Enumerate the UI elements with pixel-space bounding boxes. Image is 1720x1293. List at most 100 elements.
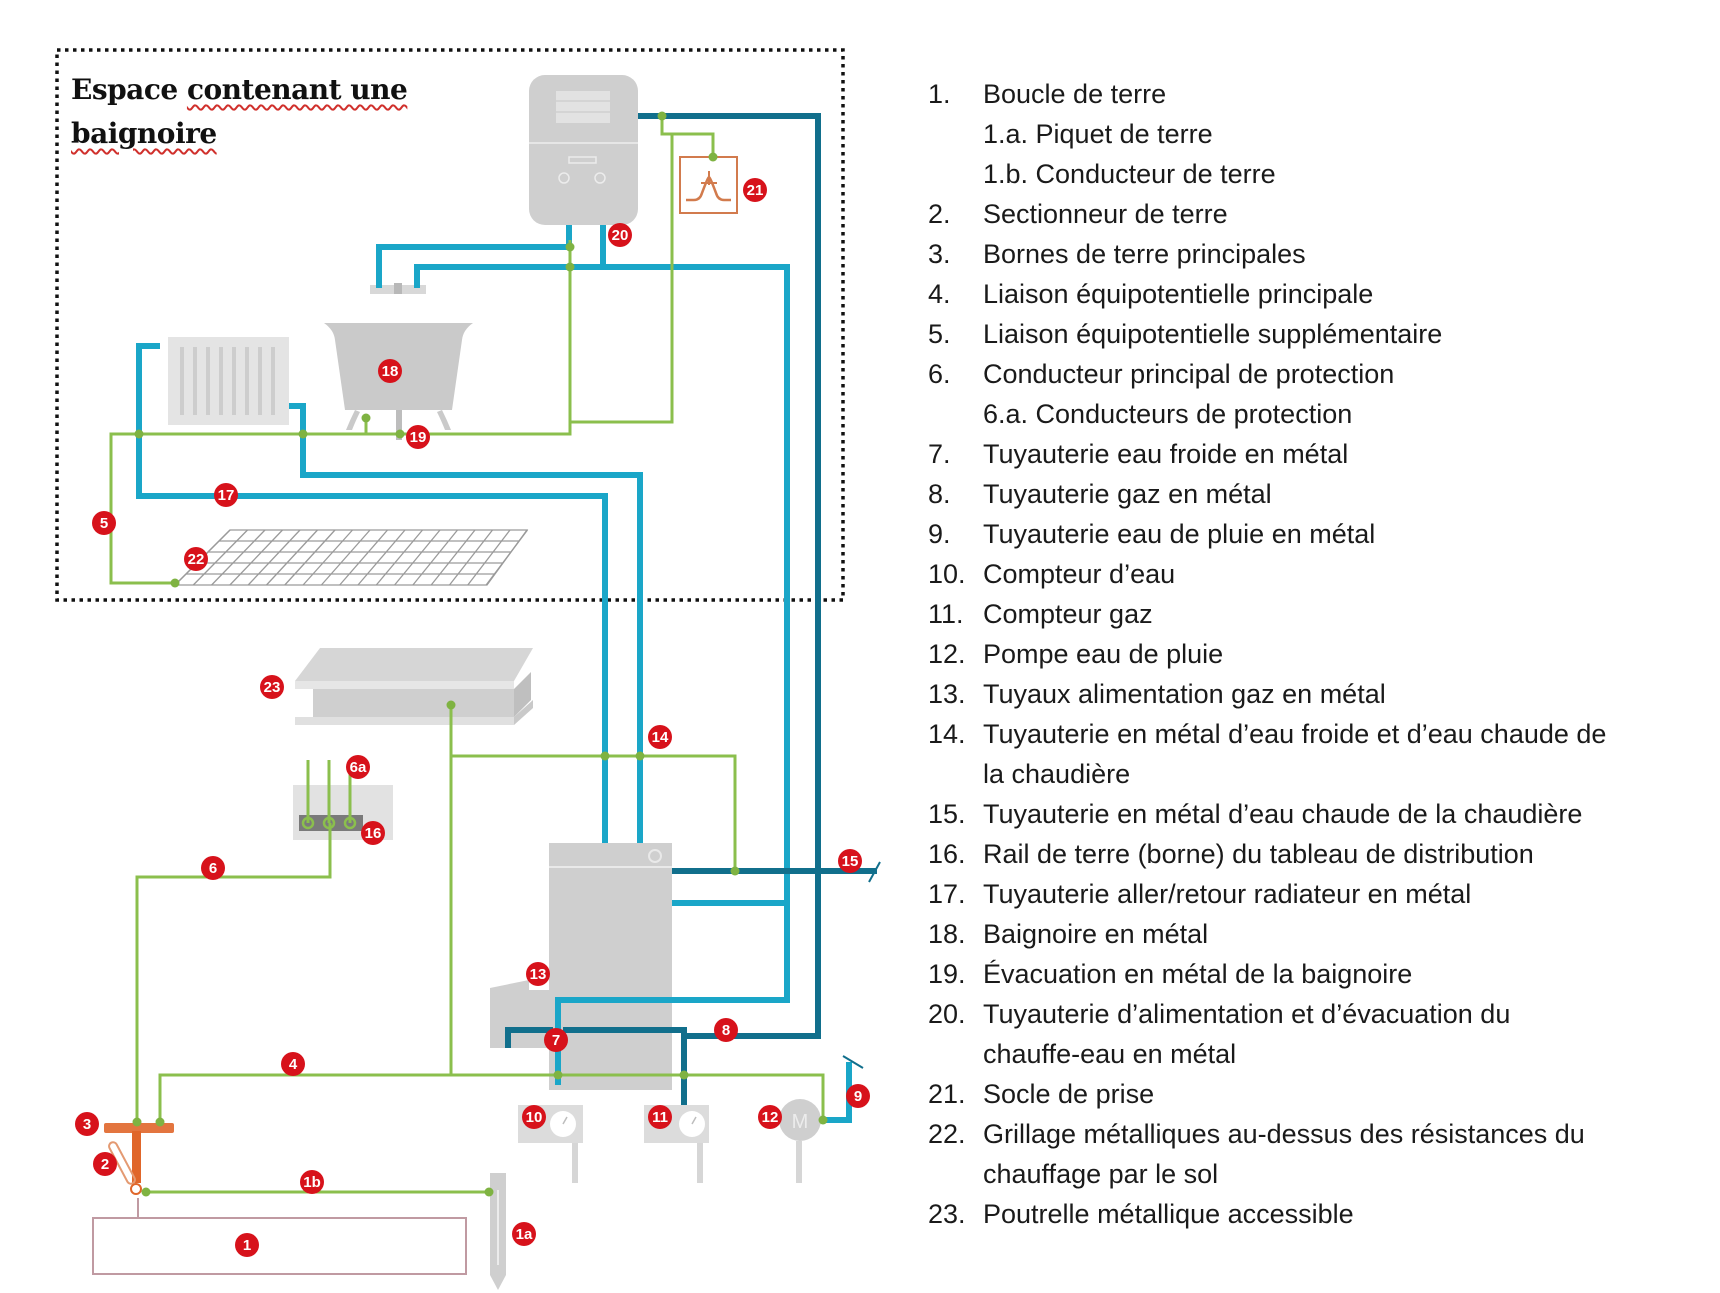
legend-number: 4. bbox=[928, 279, 951, 309]
zone-title-plain: Espace bbox=[71, 73, 187, 106]
mesh-wire bbox=[320, 529, 371, 586]
callout-badge-1: 1 bbox=[235, 1233, 259, 1257]
bonding-clamp bbox=[141, 1187, 151, 1197]
mesh-wire bbox=[375, 529, 423, 586]
legend-item: 6.Conducteur principal de protection bbox=[928, 354, 1708, 394]
earth-rail-terminals bbox=[301, 816, 357, 830]
bonding-clamp bbox=[565, 262, 575, 272]
bonding-clamp bbox=[708, 152, 718, 162]
bathtub bbox=[324, 323, 473, 440]
bonding-clamp bbox=[553, 1070, 563, 1080]
callout-badge-label: 7 bbox=[552, 1032, 560, 1049]
bathroom-zone-boundary bbox=[55, 48, 845, 602]
legend-text: Boucle de terre bbox=[983, 79, 1167, 109]
legend-item: 11.Compteur gaz bbox=[928, 594, 1708, 634]
callout-badge-label: 10 bbox=[526, 1109, 543, 1126]
legend-text: Pompe eau de pluie bbox=[983, 639, 1224, 669]
radiator bbox=[168, 337, 289, 425]
bonding-clamp bbox=[170, 578, 180, 588]
legend-number: 13. bbox=[928, 679, 966, 709]
callout-badge-label: 20 bbox=[612, 227, 629, 244]
legend-text: Tuyaux alimentation gaz en métal bbox=[983, 679, 1386, 709]
bathroom-zone-title: Espace contenant une baignoire bbox=[71, 68, 408, 156]
legend-item: 22.Grillage métalliques au-dessus des ré… bbox=[928, 1114, 1708, 1154]
callout-badge-13: 13 bbox=[526, 962, 550, 986]
legend-number bbox=[928, 154, 983, 194]
callout-badge-label: 8 bbox=[722, 1022, 730, 1039]
legend-item: 21.Socle de prise bbox=[928, 1074, 1708, 1114]
legend-number: 21. bbox=[928, 1079, 966, 1109]
bonding-clamp bbox=[155, 1117, 165, 1127]
bonding-clamp bbox=[134, 429, 144, 439]
callout-badge-22: 22 bbox=[184, 547, 208, 571]
mesh-wire bbox=[448, 529, 494, 586]
legend-text: Bornes de terre principales bbox=[983, 239, 1306, 269]
legend-text: Baignoire en métal bbox=[983, 919, 1209, 949]
bonding-clamp bbox=[484, 1187, 494, 1197]
callout-badge-label: 1a bbox=[516, 1226, 533, 1243]
bonding-clamp bbox=[679, 1070, 689, 1080]
bonding-clamp bbox=[818, 1115, 828, 1125]
callout-badge-7: 7 bbox=[544, 1028, 568, 1052]
callout-badge-label: 12 bbox=[762, 1109, 779, 1126]
callout-badge-label: 6 bbox=[209, 860, 217, 877]
callout-badge-3: 3 bbox=[75, 1112, 99, 1136]
legend-item: 2.Sectionneur de terre bbox=[928, 194, 1708, 234]
mesh-wire bbox=[302, 529, 353, 586]
callout-badge-12: 12 bbox=[758, 1105, 782, 1129]
callout-badge-11: 11 bbox=[648, 1105, 672, 1129]
steel-beam bbox=[295, 648, 533, 725]
legend-item: 13. Tuyaux alimentation gaz en métal bbox=[928, 674, 1708, 714]
legend-number: 20. bbox=[928, 999, 966, 1029]
legend-text: Compteur gaz bbox=[983, 599, 1153, 629]
callout-badge-8: 8 bbox=[714, 1018, 738, 1042]
callout-badge-5: 5 bbox=[92, 511, 116, 535]
callout-badge-20: 20 bbox=[608, 223, 632, 247]
callout-badge-label: 1b bbox=[303, 1174, 321, 1191]
gas-pipes bbox=[505, 113, 877, 1105]
bonding-clamp bbox=[600, 751, 610, 761]
callout-badge-label: 14 bbox=[652, 729, 669, 746]
legend-text: 6.a. Conducteurs de protection bbox=[983, 399, 1353, 429]
mesh-wire bbox=[467, 529, 511, 586]
legend-number: 9. bbox=[928, 519, 951, 549]
zone-title-line2: baignoire bbox=[71, 117, 217, 150]
callout-badge-17: 17 bbox=[214, 483, 238, 507]
bonding-clamp bbox=[730, 866, 740, 876]
callout-badge-23: 23 bbox=[260, 675, 284, 699]
legend-number: 14. bbox=[928, 719, 966, 749]
legend-item: 1.Boucle de terre bbox=[928, 74, 1708, 114]
legend-number: 23. bbox=[928, 1199, 966, 1229]
rainwater-pump: M bbox=[779, 1099, 821, 1183]
legend-text: Tuyauterie en métal d’eau froide et d’ea… bbox=[983, 719, 1607, 749]
legend-number: 15. bbox=[928, 799, 966, 829]
callout-badge-label: 9 bbox=[854, 1088, 862, 1105]
mesh-wire bbox=[192, 529, 248, 586]
legend-item: 3.Bornes de terre principales bbox=[928, 234, 1708, 274]
legend-item: 1.b. Conducteur de terre bbox=[928, 154, 1708, 194]
legend-number: 17. bbox=[928, 879, 966, 909]
callout-badge-label: 15 bbox=[842, 853, 859, 870]
socket-outlet bbox=[679, 156, 738, 214]
legend-item: 7.Tuyauterie eau froide en métal bbox=[928, 434, 1708, 474]
mesh-wire bbox=[211, 529, 266, 586]
legend-item: 18. Baignoire en métal bbox=[928, 914, 1708, 954]
callout-badge-16: 16 bbox=[361, 821, 385, 845]
legend-text: Sectionneur de terre bbox=[983, 199, 1228, 229]
legend-number bbox=[928, 394, 983, 434]
legend-text: 1.b. Conducteur de terre bbox=[983, 159, 1276, 189]
legend-number: 5. bbox=[928, 319, 951, 349]
bonding-clamp bbox=[635, 751, 645, 761]
callout-badge-2: 2 bbox=[93, 1152, 117, 1176]
mesh-wire bbox=[412, 529, 459, 586]
legend-item: 20.Tuyauterie d’alimentation et d’évacua… bbox=[928, 994, 1708, 1034]
legend-number: 18. bbox=[928, 919, 966, 949]
callout-badge-label: 11 bbox=[652, 1109, 668, 1126]
legend-item: 12.Pompe eau de pluie bbox=[928, 634, 1708, 674]
bonding-clamps bbox=[132, 111, 828, 1197]
callout-badge-14: 14 bbox=[648, 725, 672, 749]
bath-tap bbox=[370, 283, 426, 294]
legend-item: 16.Rail de terre (borne) du tableau de d… bbox=[928, 834, 1708, 874]
legend-number: 7. bbox=[928, 439, 951, 469]
